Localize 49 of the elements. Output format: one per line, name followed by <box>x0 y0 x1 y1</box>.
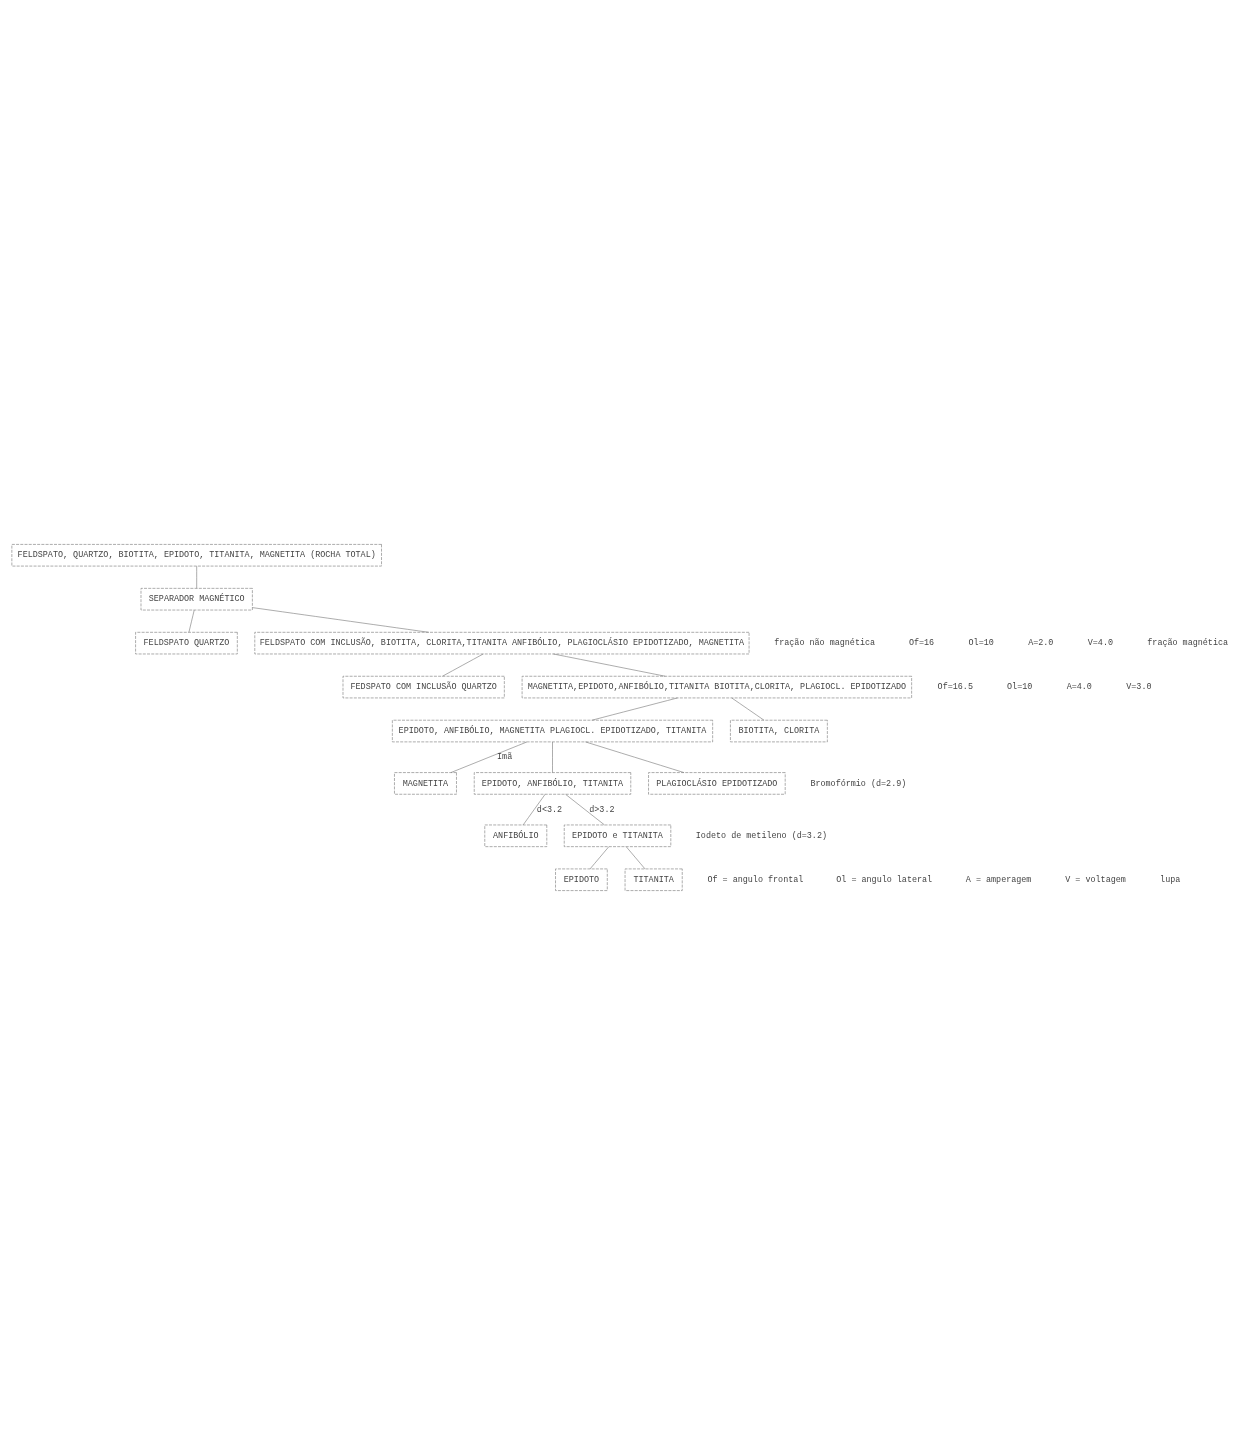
label: Of=16 <box>908 638 935 649</box>
node-box: SEPARADOR MAGNÉTICO <box>140 588 253 611</box>
node-box: MAGNETITA,EPIDOTO,ANFIBÓLIO,TITANITA BIOTITA,CLORITA, PLAGIOCL. EPIDOTIZADO <box>521 675 912 699</box>
connector <box>252 607 429 633</box>
edge-label: d<3.2 <box>536 804 563 815</box>
node-box: FELDSPATO QUARTZO <box>135 632 238 655</box>
node-box: FELDSPATO, QUARTZO, BIOTITA, EPIDOTO, TITANITA, MAGNETITA (ROCHA TOTAL) <box>11 544 382 567</box>
label: lupa <box>1160 874 1181 885</box>
connector <box>625 846 646 870</box>
label: A = amperagem <box>965 874 1032 885</box>
node-box: BIOTITA, CLORITA <box>730 719 828 743</box>
connector <box>731 697 765 721</box>
label: Ol = angulo lateral <box>836 874 933 885</box>
node-box: PLAGIOCLÁSIO EPIDOTIZADO <box>648 772 786 795</box>
connector <box>188 609 195 633</box>
node-box: TITANITA <box>624 868 683 891</box>
label: fração magnética <box>1147 638 1229 649</box>
node-box: EPIDOTO, ANFIBÓLIO, TITANITA <box>473 772 632 795</box>
node-box: ANFIBÓLIO <box>484 824 548 847</box>
label: Of=16.5 <box>937 682 973 693</box>
node-box: FELDSPATO COM INCLUSÃO, BIOTITA, CLORITA,TITANITA ANFIBÓLIO, PLAGIOCLÁSIO EPIDOTIZADO, MAGNETITA <box>254 632 750 655</box>
node-box: MAGNETITA <box>394 772 457 795</box>
label: A=4.0 <box>1066 682 1092 693</box>
label: Ol=10 <box>1007 682 1033 693</box>
label: fração não magnética <box>774 638 876 649</box>
edge-label: Imã <box>497 752 513 763</box>
connector <box>442 653 484 677</box>
node-box: EPIDOTO, ANFIBÓLIO, MAGNETITA PLAGIOCL. EPIDOTIZADO, TITANITA <box>392 719 713 743</box>
connector <box>522 794 546 826</box>
label: V=3.0 <box>1126 682 1152 693</box>
node-box: EPIDOTO e TITANITA <box>563 824 672 847</box>
label: V=4.0 <box>1087 638 1113 649</box>
connector <box>589 846 610 870</box>
connector <box>591 697 678 721</box>
node-box: FEDSPATO COM INCLUSÃO QUARTZO <box>342 675 505 699</box>
connector <box>553 653 666 677</box>
label: Bromofórmio (d=2.9) <box>810 778 907 789</box>
label: V = voltagem <box>1065 874 1126 885</box>
label: Ol=10 <box>968 638 994 649</box>
connector <box>450 741 528 773</box>
label: A=2.0 <box>1028 638 1054 649</box>
connector <box>552 741 553 773</box>
connector <box>585 741 685 773</box>
node-box: EPIDOTO <box>555 868 608 891</box>
edge-label: d>3.2 <box>589 804 615 815</box>
connector <box>196 565 197 589</box>
label: Of = angulo frontal <box>707 874 804 885</box>
label: Iodeto de metileno (d=3.2) <box>695 831 828 842</box>
connector <box>565 794 605 826</box>
